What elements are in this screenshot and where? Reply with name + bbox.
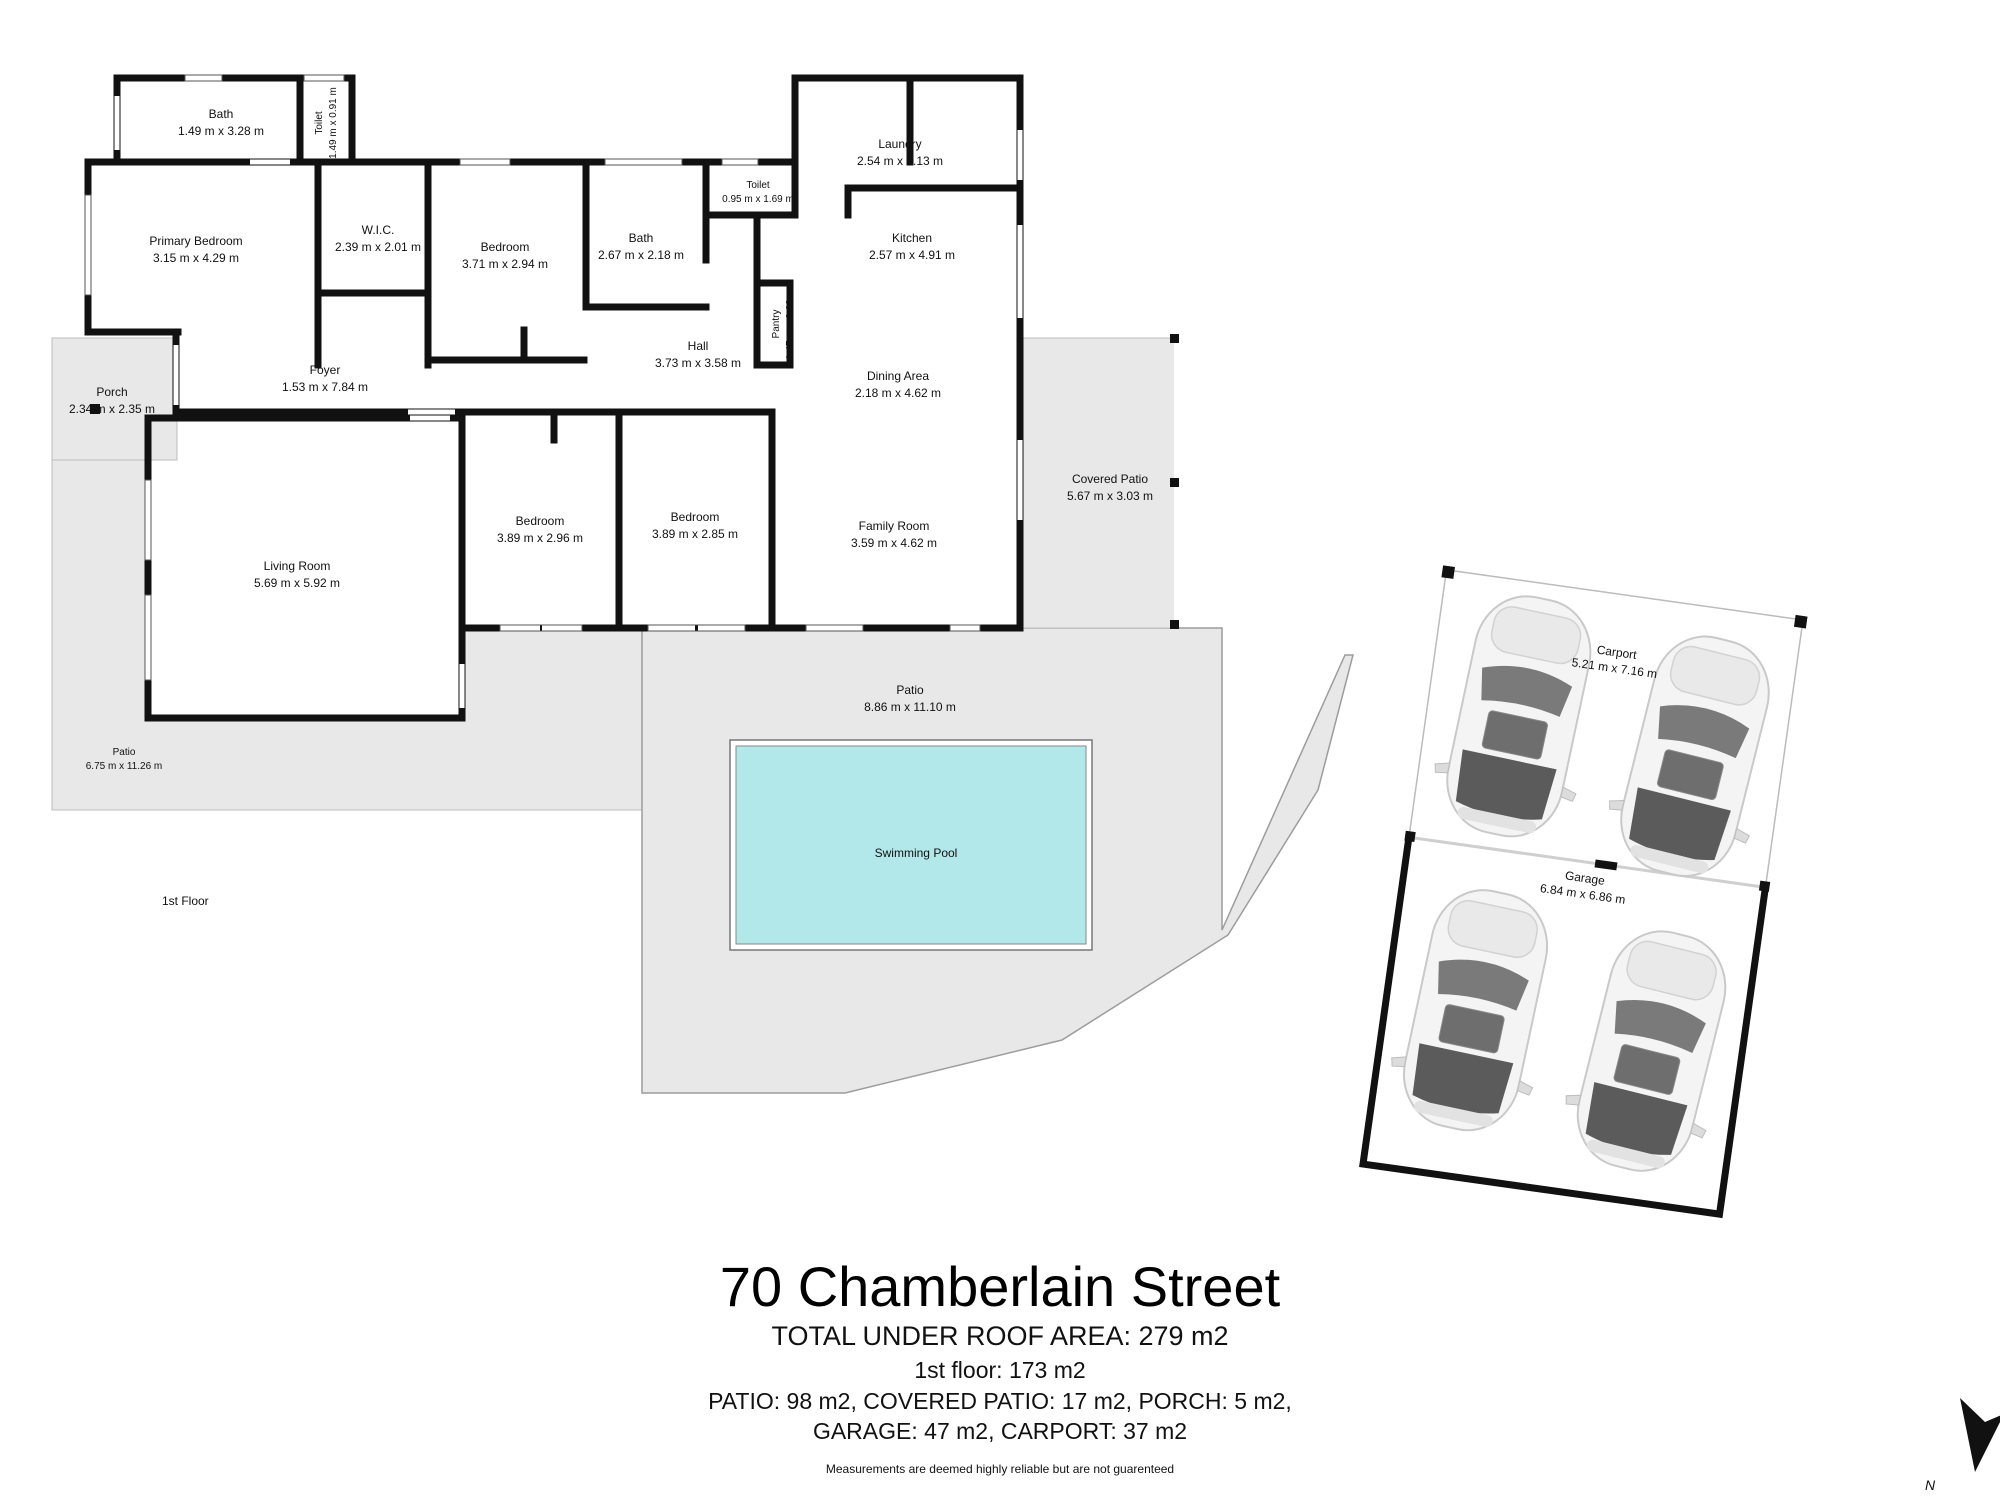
foyer-label: Foyer (310, 363, 341, 377)
openings (85, 75, 1023, 708)
bath1-dims: 1.49 m x 3.28 m (178, 124, 264, 138)
address-title: 70 Chamberlain Street (719, 1255, 1281, 1318)
bath2-label: Bath (629, 231, 654, 245)
laundry-label: Laundry (878, 137, 921, 151)
kitchen-dims: 2.57 m x 4.91 m (869, 248, 955, 262)
pantry-dims: 1.47 m x 0.68 m (785, 288, 796, 360)
outdoor-areas (51, 337, 1354, 1094)
bedroom-sw-dims: 3.89 m x 2.96 m (497, 531, 583, 545)
garage-label: Garage (1564, 868, 1606, 887)
covered-patio-area (1019, 337, 1177, 629)
wic-dims: 2.39 m x 2.01 m (335, 240, 421, 254)
porch-label: Porch (96, 385, 127, 399)
north-arrow-icon (1960, 1398, 2000, 1472)
floor-label: 1st Floor (162, 894, 209, 908)
family-label: Family Room (859, 519, 930, 533)
posts (90, 334, 1179, 629)
bedroom-north-label: Bedroom (481, 240, 530, 254)
laundry-dims: 2.54 m x 4.13 m (857, 154, 943, 168)
foyer-dims: 1.53 m x 7.84 m (282, 380, 368, 394)
house-walls (84, 74, 1024, 722)
room-labels: Bath 1.49 m x 3.28 m Toilet 1.49 m x 0.9… (69, 87, 1153, 908)
bath1-label: Bath (209, 107, 234, 121)
hall-dims: 3.73 m x 3.58 m (655, 356, 741, 370)
primary-bedroom-label: Primary Bedroom (149, 234, 242, 248)
window-frames (84, 74, 981, 681)
kitchen-label: Kitchen (892, 231, 932, 245)
pantry-label: Pantry (771, 310, 782, 339)
compass-label: N (1925, 1477, 1936, 1493)
toilet2-dims: 0.95 m x 1.69 m (722, 194, 794, 205)
toilet1-dims: 1.49 m x 0.91 m (328, 87, 339, 159)
disclaimer: Measurements are deemed highly reliable … (825, 1462, 1175, 1476)
toilet2-label: Toilet (746, 180, 770, 191)
swimming-pool (735, 745, 1087, 945)
total-area: TOTAL UNDER ROOF AREA: 279 m2 (771, 1321, 1229, 1351)
wic-label: W.I.C. (362, 223, 395, 237)
covered-patio-dims: 5.67 m x 3.03 m (1067, 489, 1153, 503)
living-dims: 5.69 m x 5.92 m (254, 576, 340, 590)
patio-main-dims: 8.86 m x 11.10 m (864, 700, 956, 714)
outdoor-areas-line1: PATIO: 98 m2, COVERED PATIO: 17 m2, PORC… (708, 1388, 1292, 1414)
family-dims: 3.59 m x 4.62 m (851, 536, 937, 550)
hall-label: Hall (688, 339, 709, 353)
carport-label: Carport (1596, 643, 1638, 663)
patio-main-label: Patio (896, 683, 924, 697)
patio-west-area (51, 459, 643, 811)
covered-patio-label: Covered Patio (1072, 472, 1148, 486)
first-floor-area: 1st floor: 173 m2 (914, 1357, 1086, 1383)
pool-label: Swimming Pool (875, 846, 958, 860)
garage-carport: Carport 5.21 m x 7.16 m Garage 6.84 m x … (1359, 565, 1808, 1219)
primary-bedroom-dims: 3.15 m x 4.29 m (153, 251, 239, 265)
patio-west-dims: 6.75 m x 11.26 m (86, 761, 163, 772)
bedroom-s-label: Bedroom (671, 510, 720, 524)
toilet1-label: Toilet (314, 111, 325, 135)
dining-label: Dining Area (867, 369, 929, 383)
dining-dims: 2.18 m x 4.62 m (855, 386, 941, 400)
outdoor-areas-line2: GARAGE: 47 m2, CARPORT: 37 m2 (812, 1418, 1188, 1444)
porch-dims: 2.34 m x 2.35 m (69, 402, 155, 416)
living-label: Living Room (264, 559, 331, 573)
compass: N (1925, 1398, 2000, 1493)
porch-area (51, 337, 178, 461)
bedroom-north-dims: 3.71 m x 2.94 m (462, 257, 548, 271)
bedroom-s-dims: 3.89 m x 2.85 m (652, 527, 738, 541)
bedroom-sw-label: Bedroom (516, 514, 565, 528)
bath2-dims: 2.67 m x 2.18 m (598, 248, 684, 262)
patio-west-label: Patio (113, 747, 136, 758)
